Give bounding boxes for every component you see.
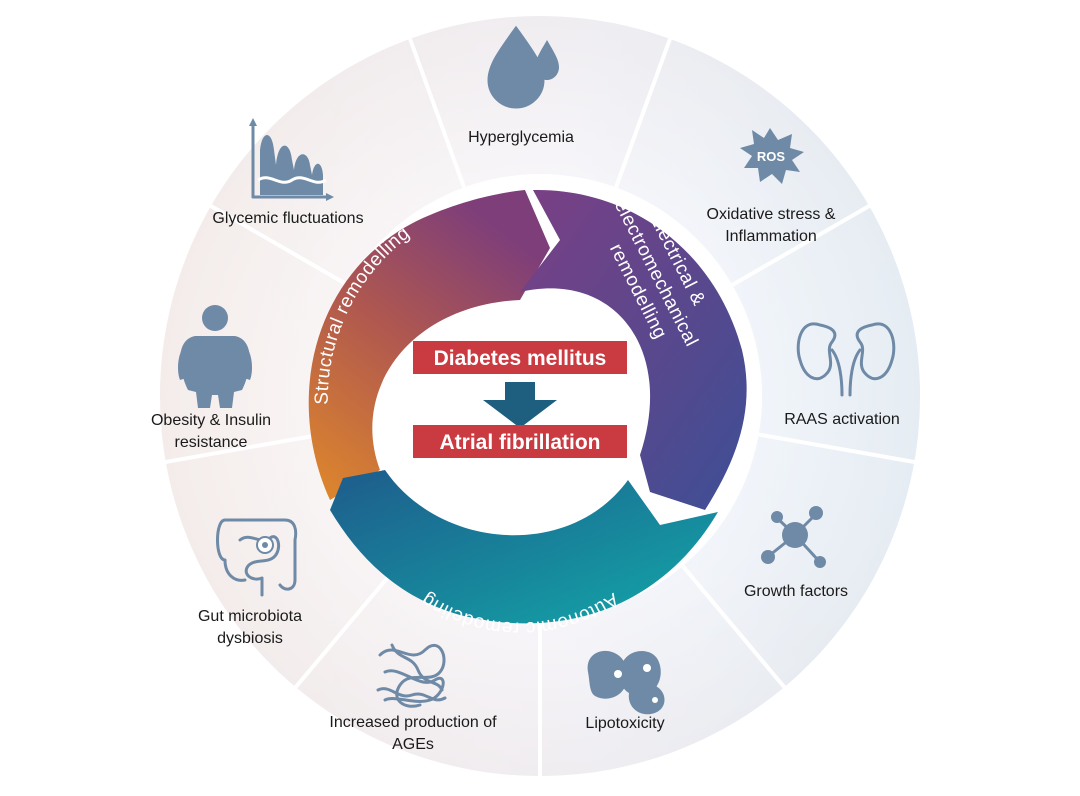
kidneys-icon: [796, 322, 896, 397]
segment-divider: [731, 203, 872, 287]
ros-badge: ROS: [757, 149, 786, 164]
segment-label-hyperglycemia: Hyperglycemia: [468, 129, 574, 146]
protein-tangle-icon: [376, 643, 447, 708]
segment-divider: [407, 36, 466, 189]
af-label: Atrial fibrillation: [439, 431, 600, 454]
segment-divider: [681, 564, 788, 690]
down-arrow-icon: [483, 382, 557, 428]
af-label-box: [413, 425, 627, 458]
diabetes-label-box: [413, 341, 627, 374]
segment-label-lipotoxicity: Lipotoxicity: [585, 715, 664, 732]
segment-label-growth: Growth factors: [744, 583, 848, 600]
segment-label-oxidative: Oxidative stress &Inflammation: [707, 206, 836, 245]
obese-person-icon: [178, 305, 252, 408]
intestine-icon: [216, 518, 298, 597]
fluctuation-chart-icon: [249, 118, 334, 201]
segment-labels: Hyperglycemia Oxidative stress &Inflamma…: [151, 129, 900, 753]
molecule-icon: [761, 506, 826, 568]
segment-dividers: [163, 36, 917, 778]
segment-divider: [163, 432, 322, 465]
segment-label-raas: RAAS activation: [784, 411, 900, 428]
blood-drop-icon: [487, 25, 559, 109]
segment-divider: [614, 36, 673, 189]
segment-divider: [292, 564, 399, 690]
structural-remodelling-arrow: [308, 190, 550, 500]
electrical-remodelling-arrow: [520, 189, 747, 511]
segment-divider: [758, 432, 917, 465]
ros-burst-icon: ROS: [740, 128, 804, 184]
fat-cells-icon: [587, 650, 665, 715]
segment-divider: [208, 203, 349, 287]
diabetes-label: Diabetes mellitus: [434, 347, 607, 370]
autonomic-remodelling-arrow: [330, 470, 718, 624]
segment-label-glycemic: Glycemic fluctuations: [212, 210, 363, 227]
